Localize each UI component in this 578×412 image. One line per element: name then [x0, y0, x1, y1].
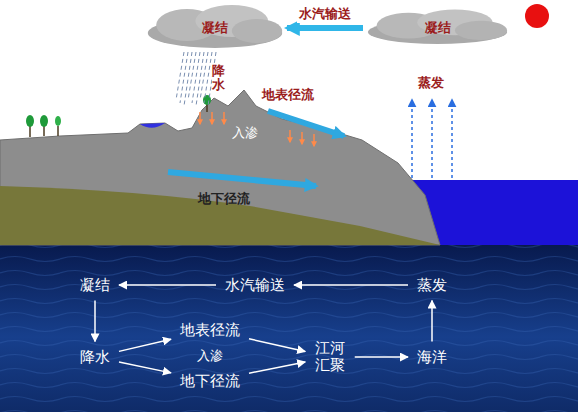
infiltration-label: 入渗: [232, 124, 258, 142]
groundwater-label: 地下径流: [198, 190, 250, 208]
flow-arrow: [119, 362, 171, 373]
flow-step: 海洋: [411, 345, 453, 370]
wave-texture: [0, 245, 578, 412]
groundwater-arrow: [168, 172, 316, 186]
trees: [26, 95, 211, 137]
soil-layer: [0, 186, 440, 245]
node-text: 凝结: [425, 19, 451, 37]
precipitation-label: 降水: [212, 64, 225, 93]
flow-step: 地表径流: [174, 318, 246, 343]
evaporation-arrows: [412, 100, 452, 178]
lake: [140, 123, 165, 128]
cloud-node: 凝结: [145, 3, 285, 53]
vapor-transport-arrow: [287, 25, 363, 31]
land: [0, 90, 440, 245]
node-text: 蒸发: [413, 274, 451, 297]
flow-step: 地下径流: [174, 369, 246, 394]
flow-arrow: [119, 284, 216, 286]
flow-step: 降水: [74, 345, 116, 370]
node-text: 凝结: [76, 274, 114, 297]
flow-arrow: [294, 284, 408, 286]
flow-arrow: [431, 301, 433, 342]
flow-arrow: [249, 362, 305, 373]
infiltration-arrows: [200, 112, 314, 146]
flow-arrow: [355, 356, 408, 358]
flow-step: 凝结: [74, 273, 116, 298]
sea-background: [0, 245, 578, 412]
node-text: 凝结: [202, 19, 228, 37]
flow-arrow: [94, 301, 96, 342]
node-text: 降水: [76, 346, 114, 369]
flow-step: 江河 汇聚: [308, 337, 352, 378]
flow-step: 水汽输送: [219, 273, 291, 298]
node-text: 江河 汇聚: [310, 338, 350, 377]
cloud-node: 凝结: [365, 8, 510, 48]
node-text: 地表径流: [176, 319, 244, 342]
rain-lines: [176, 52, 216, 106]
evaporation-label: 蒸发: [418, 74, 444, 92]
node-text: 海洋: [413, 346, 451, 369]
flow-step: 蒸发: [411, 273, 453, 298]
infiltration-label: 入渗: [197, 347, 223, 365]
flow-arrow: [119, 339, 171, 351]
edge-label: 水汽输送: [297, 5, 353, 23]
surface-runoff-arrow: [268, 111, 344, 136]
flow-arrow: [249, 339, 305, 352]
surface-runoff-label: 地表径流: [262, 86, 314, 104]
node-text: 水汽输送: [221, 274, 289, 297]
node-text: 地下径流: [176, 370, 244, 393]
sun: [525, 4, 549, 28]
